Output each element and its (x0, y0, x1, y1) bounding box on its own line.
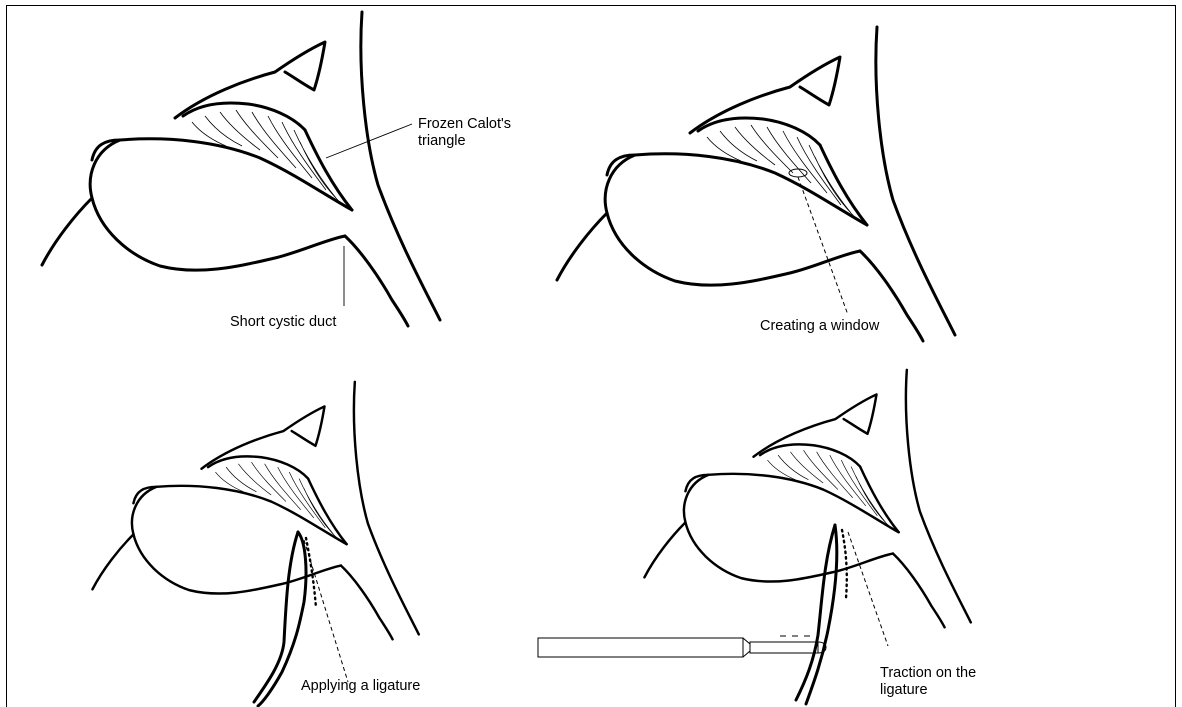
panel-traction (538, 370, 971, 704)
panel-frozen-calot (42, 12, 440, 326)
label-traction-ligature: Traction on the ligature (880, 665, 976, 699)
label-frozen-calots-triangle: Frozen Calot's triangle (418, 116, 511, 150)
label-applying-ligature: Applying a ligature (301, 678, 420, 695)
panel-creating-window (557, 27, 955, 341)
grasper-instrument (538, 636, 826, 657)
panel-applying-ligature (92, 382, 418, 706)
label-creating-window: Creating a window (760, 318, 879, 335)
label-short-cystic-duct: Short cystic duct (230, 314, 336, 331)
